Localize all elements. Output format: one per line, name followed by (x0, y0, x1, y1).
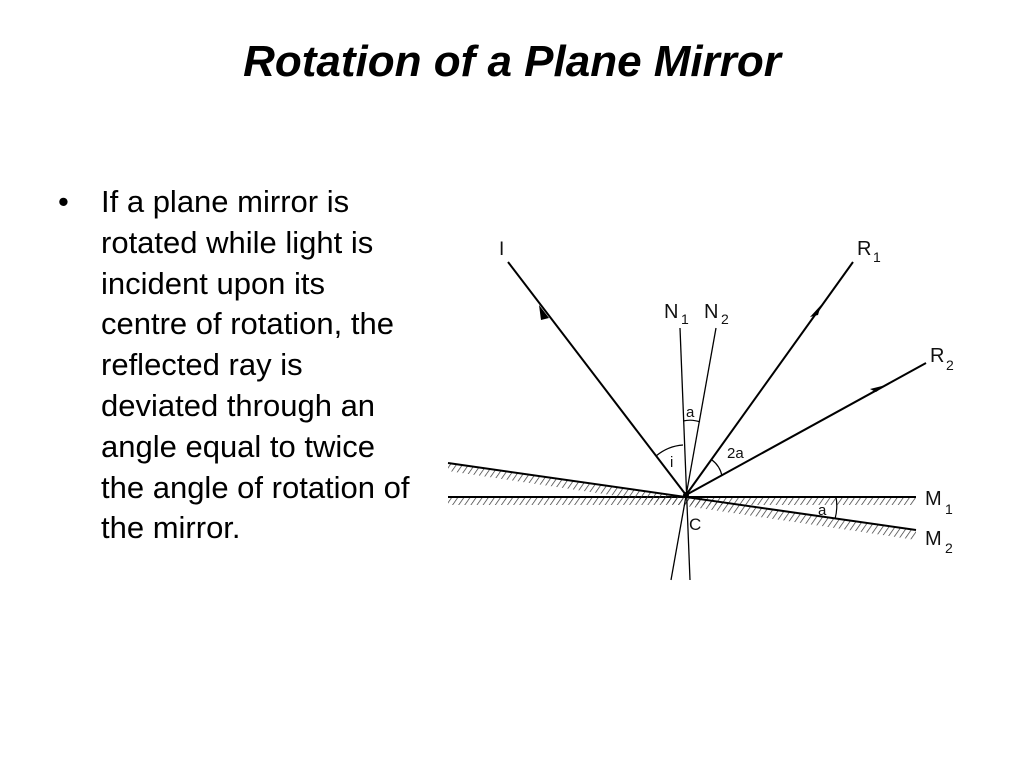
arc-angle-deviation (711, 459, 723, 477)
label-angle-deviation: 2a (727, 445, 744, 462)
label-m2-sub: 2 (945, 540, 953, 556)
centre-point (683, 492, 689, 498)
mirror-m2 (447, 462, 917, 540)
label-angle-rotation-normal: a (686, 404, 695, 421)
label-n2: N (704, 301, 718, 323)
bullet-list: • If a plane mirror is rotated while lig… (58, 182, 418, 549)
label-m1: M (925, 488, 942, 510)
label-centre: C (689, 515, 701, 534)
label-n1: N (664, 301, 678, 323)
reflected-ray-r1 (685, 261, 854, 496)
normal-n2 (670, 327, 717, 581)
label-r1: R (857, 238, 871, 260)
bullet-text: If a plane mirror is rotated while light… (101, 184, 410, 546)
label-m2: M (925, 528, 942, 550)
arc-angle-rotation-normal (682, 419, 701, 423)
arc-angle-incidence (655, 444, 684, 457)
arc-angle-rotation-mirror (834, 496, 838, 520)
label-angle-incidence: i (670, 454, 673, 471)
bullet-dot-icon: • (58, 184, 69, 219)
label-r2-sub: 2 (946, 357, 954, 373)
label-n2-sub: 2 (721, 311, 729, 327)
normal-n1 (679, 327, 691, 581)
label-r1-sub: 1 (873, 249, 881, 265)
slide-title: Rotation of a Plane Mirror (243, 37, 781, 86)
label-angle-rotation-mirror: a (818, 502, 827, 519)
mirror-rotation-diagram: I R 1 R 2 N 1 N 2 M 1 M 2 C i a 2a a (447, 238, 954, 581)
incident-ray (507, 261, 687, 496)
label-n1-sub: 1 (681, 311, 689, 327)
label-r2: R (930, 345, 944, 367)
bullet-item: • If a plane mirror is rotated while lig… (58, 182, 418, 549)
label-m1-sub: 1 (945, 501, 953, 517)
reflected-ray-r2 (685, 362, 927, 496)
label-incident: I (499, 239, 504, 260)
